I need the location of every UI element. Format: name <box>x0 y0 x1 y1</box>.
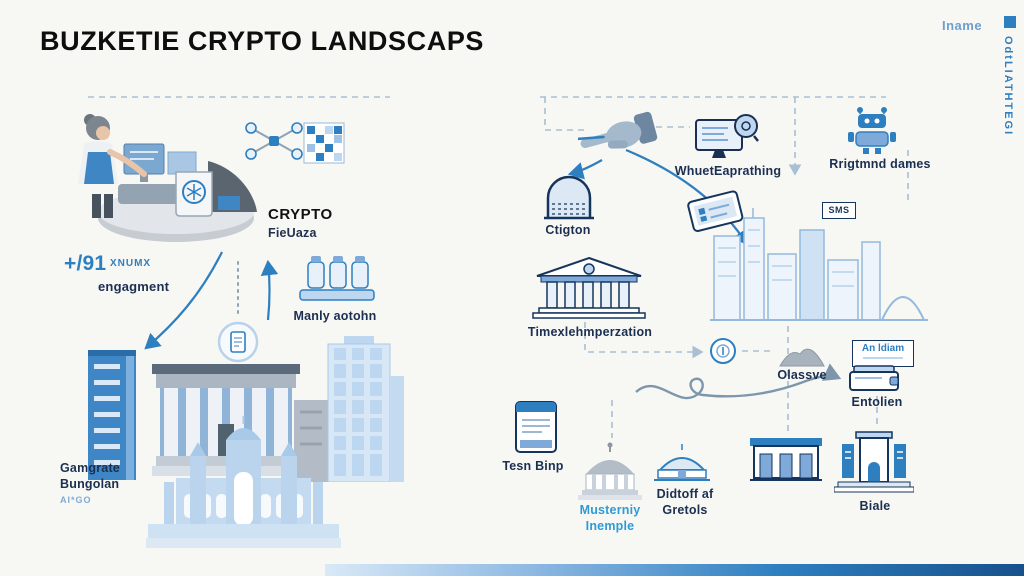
corner-accent-square <box>1004 16 1016 28</box>
district-label: Gamgrate Bungolan AI*GO <box>60 460 120 506</box>
computer-label: WhuetEaprathing <box>674 164 782 178</box>
crypto-label: CRYPTO FieUaza <box>268 205 333 241</box>
drone-icon <box>243 116 305 166</box>
receipt-device-icon <box>508 400 564 454</box>
device-label: Tesn Binp <box>502 459 564 473</box>
gray-dome-icon <box>574 442 646 500</box>
coin-icon <box>708 336 738 366</box>
idiom-box: An ldiam <box>852 340 914 367</box>
dome1-line1: Musterniy <box>579 503 641 517</box>
wallet-label: Entolien <box>851 395 903 409</box>
city-skyline-icon <box>710 206 928 324</box>
machine-icon <box>298 252 376 304</box>
person-workstation-icon <box>58 106 268 246</box>
crypto-title: CRYPTO <box>268 206 333 223</box>
gate-label: Ctigton <box>545 223 591 237</box>
mound-icon <box>778 340 826 368</box>
gatehouse-icon <box>834 430 914 494</box>
wallet-icon <box>846 364 906 394</box>
idiom-box-rule <box>863 357 903 359</box>
crypto-sub: FieUaza <box>268 225 317 240</box>
bank-columns-icon <box>531 256 647 320</box>
arch-gate-icon <box>540 174 598 220</box>
sms-tag-text: SMS <box>828 205 850 215</box>
dome1-line2: Inemple <box>585 519 635 534</box>
qr-grid-icon <box>303 122 345 164</box>
skyscraper-left-icon <box>84 350 140 480</box>
corner-label: Iname <box>942 18 983 33</box>
idiom-box-text: An ldiam <box>861 343 905 354</box>
computer-search-icon <box>694 110 760 164</box>
district-line2: Bungolan <box>60 477 120 492</box>
machine-label: Manly aotohn <box>293 309 377 323</box>
stat-block: +/91 XNUMX engagment <box>64 250 169 296</box>
tablet-icon <box>686 188 746 232</box>
robot-label: Rrigtmnd dames <box>829 157 931 171</box>
blue-dome-icon <box>650 444 714 484</box>
district-line1: Gamgrate <box>60 461 120 475</box>
stat-value: +/91 <box>64 252 107 275</box>
robot-icon <box>846 106 898 156</box>
side-vertical-label: OdtLIATHTEGI <box>1002 36 1014 137</box>
footer-accent-bar <box>325 564 1024 576</box>
hand-icon <box>578 106 660 168</box>
pile-label: Olassve <box>777 368 827 382</box>
stat-suffix: XNUMX <box>109 258 152 269</box>
scan-circle-icon <box>216 320 260 364</box>
stat-label: engagment <box>98 279 170 295</box>
storefront-icon <box>748 436 824 484</box>
dome1-label: Musterniy Inemple <box>565 502 655 535</box>
dome2-label: Didtoff af Gretols <box>645 486 725 519</box>
sms-tag: SMS <box>822 202 856 219</box>
palace-icon <box>146 412 341 552</box>
skyscraper-right-icon <box>294 336 414 482</box>
district-sub: AI*GO <box>60 494 92 505</box>
page-title: BUZKETIE CRYPTO LANDSCAPS <box>40 26 485 56</box>
gatehouse-label: Biale <box>859 499 891 513</box>
dome2-line2: Gretols <box>662 503 708 518</box>
bank-label: Timexlehmperzation <box>527 325 653 339</box>
dome2-line1: Didtoff af <box>656 487 714 501</box>
